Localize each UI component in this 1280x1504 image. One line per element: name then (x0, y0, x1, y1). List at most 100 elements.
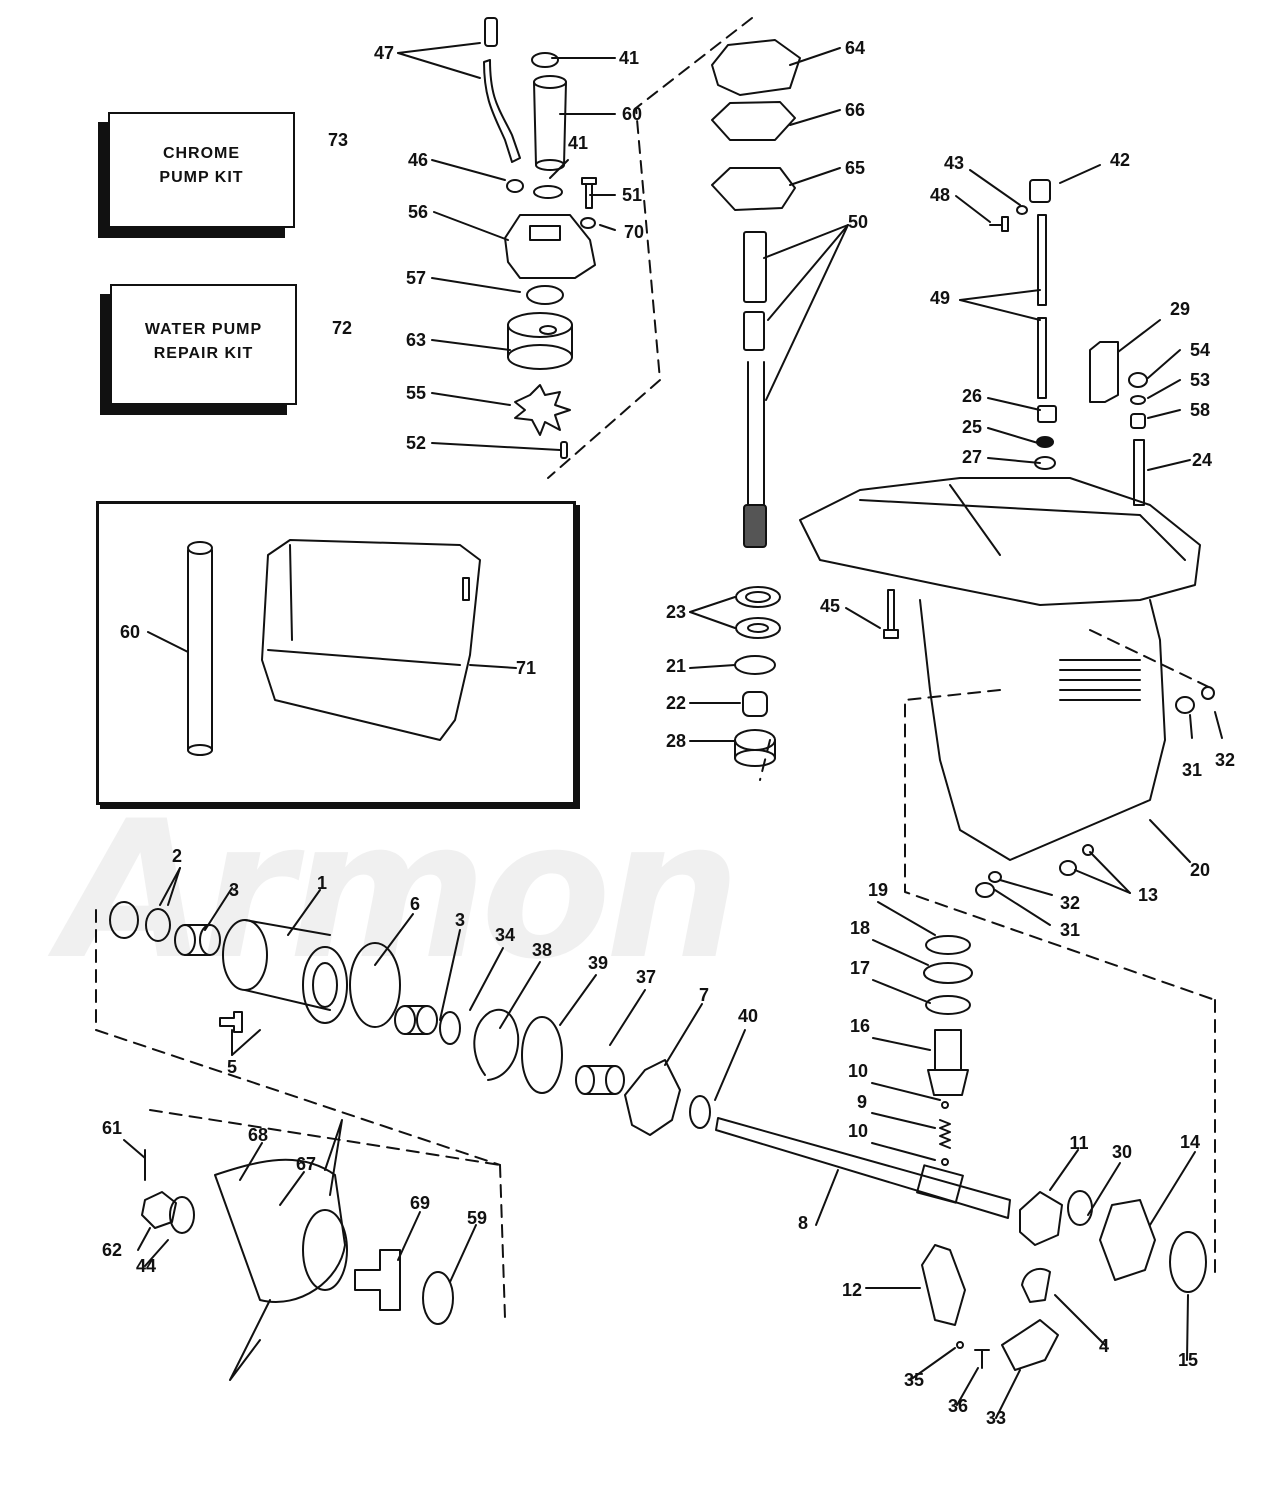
inset-tube-60 (187, 541, 213, 756)
callout-65: 65 (844, 158, 866, 178)
callout-25: 25 (961, 417, 983, 437)
callout-60-inset: 60 (119, 622, 141, 642)
plug-31-top (1175, 696, 1195, 714)
washer-19 (925, 935, 971, 955)
callout-50: 50 (847, 212, 869, 232)
cradle-4 (1021, 1267, 1051, 1303)
gasket-64 (711, 39, 801, 96)
washer-32-top (1201, 686, 1215, 700)
seal-57 (526, 285, 564, 305)
inset-frame (96, 501, 576, 805)
callout-12: 12 (841, 1280, 863, 1300)
leader-lines (123, 42, 1223, 1419)
propeller-shaft-8 (715, 1117, 1011, 1219)
callout-47: 47 (373, 43, 395, 63)
shift-lever-33 (1001, 1319, 1059, 1371)
callout-18: 18 (849, 918, 871, 938)
shift-link-42 (1029, 179, 1051, 203)
callout-62: 62 (101, 1240, 123, 1260)
callout-49: 49 (929, 288, 951, 308)
callout-32-bottom: 32 (1059, 893, 1081, 913)
retaining-ring-38 (473, 1008, 520, 1081)
impeller-housing-63 (507, 312, 573, 370)
callout-21: 21 (665, 656, 687, 676)
callout-56: 56 (407, 202, 429, 222)
callout-27: 27 (961, 447, 983, 467)
washer-17 (925, 995, 971, 1015)
washer-44 (169, 1196, 195, 1234)
callout-53: 53 (1189, 370, 1211, 390)
propeller-67-68 (214, 1119, 348, 1381)
o-ring-41-lower (533, 185, 563, 199)
callout-40: 40 (737, 1006, 759, 1026)
callout-59: 59 (466, 1208, 488, 1228)
grommet-46 (506, 179, 524, 193)
callout-24: 24 (1191, 450, 1213, 470)
callout-22: 22 (665, 693, 687, 713)
washer-13-b (1082, 844, 1094, 856)
callout-67: 67 (295, 1154, 317, 1174)
water-tube-47 (483, 17, 521, 163)
callout-17: 17 (849, 958, 871, 978)
callout-28: 28 (665, 731, 687, 751)
bearing-21 (734, 655, 776, 675)
washer-32-bottom (988, 871, 1002, 883)
callout-23: 23 (665, 602, 687, 622)
callout-51: 51 (621, 185, 643, 205)
washer-53 (1130, 395, 1146, 405)
drive-shaft-50 (743, 231, 767, 548)
washer-70 (580, 217, 596, 229)
bearing-3-a (174, 924, 221, 956)
bearing-23 (735, 586, 781, 639)
screw-13-a (1059, 860, 1077, 876)
screw-51 (581, 177, 597, 209)
callout-5: 5 (226, 1057, 238, 1077)
rod-49-upper (1037, 214, 1047, 306)
gasket-65 (711, 167, 796, 211)
screw-45 (883, 589, 899, 639)
thrust-washer-39 (521, 1016, 563, 1094)
callout-66: 66 (844, 100, 866, 120)
seal-2-inner (145, 908, 171, 942)
callout-52: 52 (405, 433, 427, 453)
callout-54: 54 (1189, 340, 1211, 360)
bushing-22 (742, 691, 768, 717)
callout-44: 44 (135, 1256, 157, 1276)
callout-72: 72 (331, 318, 353, 338)
bearing-18 (923, 962, 973, 984)
screw-48 (989, 216, 1009, 232)
pinion-gear-16 (927, 1029, 969, 1096)
callout-46: 46 (407, 150, 429, 170)
bushing-37 (575, 1065, 625, 1095)
callout-20: 20 (1189, 860, 1211, 880)
kit-label-line2: PUMP KIT (159, 169, 244, 186)
screw-5 (219, 1011, 243, 1033)
bearing-3-b (394, 1005, 438, 1035)
nut-62 (141, 1191, 177, 1229)
thrust-hub-69 (354, 1249, 401, 1311)
pin-35 (956, 1341, 964, 1349)
plug-31-bottom (975, 882, 995, 898)
callout-7: 7 (698, 985, 710, 1005)
callout-13: 13 (1137, 885, 1159, 905)
callout-34: 34 (494, 925, 516, 945)
tube-60 (533, 75, 567, 171)
callout-15: 15 (1177, 1350, 1199, 1370)
key-52 (560, 441, 568, 459)
callout-39: 39 (587, 953, 609, 973)
callout-3-b: 3 (454, 910, 466, 930)
reverse-gear-14 (1099, 1199, 1156, 1281)
shift-yoke-12 (921, 1244, 966, 1326)
callout-14: 14 (1179, 1132, 1201, 1152)
callout-73: 73 (327, 130, 349, 150)
o-ring-41-top (531, 52, 559, 68)
pump-housing-56 (504, 214, 596, 279)
o-ring-25 (1036, 436, 1054, 448)
callout-71: 71 (515, 658, 537, 678)
callout-29: 29 (1169, 299, 1191, 319)
callout-31-bottom: 31 (1059, 920, 1081, 940)
stud-24 (1133, 439, 1145, 506)
dashed-group-lines (95, 17, 1216, 1319)
callout-2: 2 (171, 846, 183, 866)
block-29 (1089, 341, 1119, 403)
